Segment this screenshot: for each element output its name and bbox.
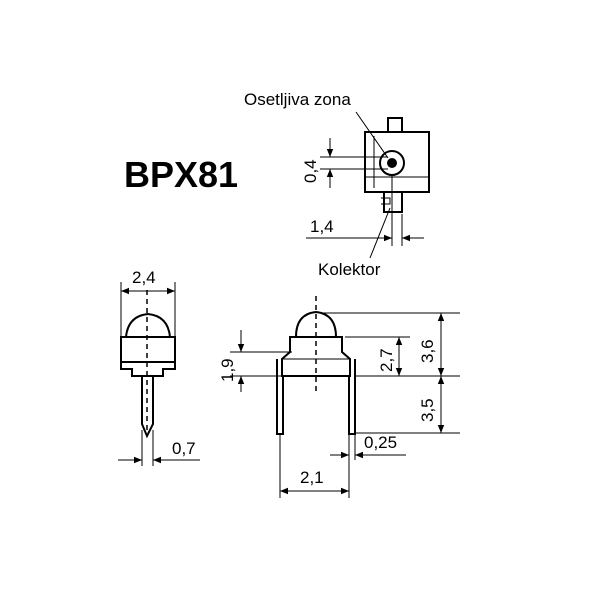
front-dome	[295, 310, 337, 338]
top-body	[364, 131, 430, 193]
front-view: 2,7 3,6 3,5 1,9 0,25 2,1	[218, 296, 460, 498]
sensor-ring	[379, 150, 405, 176]
label-sensitive-zone: Osetljiva zona	[244, 90, 351, 109]
dim-front-body-height: 1,9	[218, 358, 237, 382]
front-lead-right	[348, 359, 356, 435]
dim-front-lead-length: 3,5	[418, 398, 437, 422]
top-view: 0,4 1,4 Osetljiva zona Kolektor	[244, 90, 430, 279]
dim-side-lead: 0,7	[172, 439, 196, 458]
side-body	[120, 336, 176, 363]
dim-top-aperture: 0,4	[301, 159, 320, 183]
leader-sensitive-zone	[355, 111, 389, 159]
collector-pin	[383, 192, 403, 213]
label-collector: Kolektor	[318, 260, 381, 279]
dim-front-lead-thickness: 0,25	[364, 433, 397, 452]
leader-collector	[369, 207, 391, 259]
dim-side-width: 2,4	[132, 268, 156, 287]
sensitive-zone-dot	[387, 158, 397, 168]
side-view: 2,4 0,7	[118, 268, 200, 466]
dim-front-total-height: 3,6	[418, 339, 437, 363]
dim-front-dome-height: 2,7	[377, 348, 396, 372]
part-number-title: BPX81	[124, 154, 238, 195]
dim-front-lead-spacing: 2,1	[300, 468, 324, 487]
side-dome	[125, 312, 171, 338]
top-pin	[387, 117, 403, 133]
dim-top-offset: 1,4	[310, 217, 334, 236]
